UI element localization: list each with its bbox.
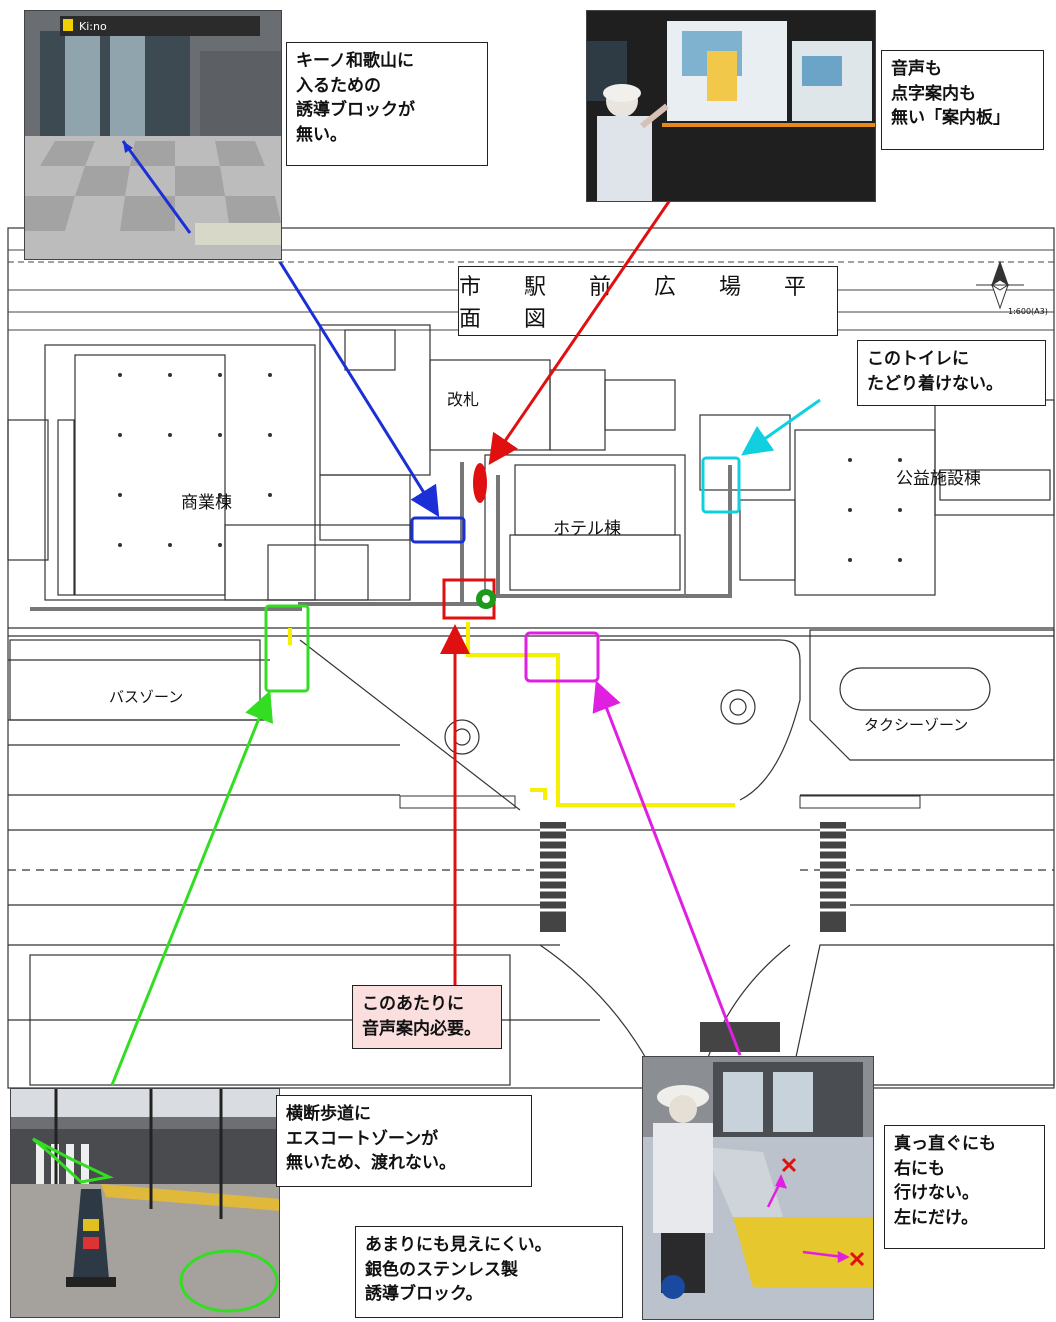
yellow-guide-blocks — [288, 622, 735, 807]
gray-guide-route — [30, 462, 732, 611]
callout-direction-left-only: 真っ直ぐにも右にも行けない。左にだけ。 — [884, 1125, 1045, 1249]
callout-crosswalk-no-escort-zone: 横断歩道にエスコートゾーンが無いため、渡れない。 — [276, 1095, 532, 1187]
cyan-toilet-box — [701, 456, 741, 514]
map-scale: 1:600(A3) — [1008, 307, 1048, 316]
green-arrow — [110, 690, 273, 1086]
photo-kino-entrance: Ki:no — [24, 10, 282, 260]
callout-stainless-blocks: あまりにも見えにくい。銀色のステンレス製誘導ブロック。 — [355, 1226, 623, 1318]
label-taxi-zone: タクシーゾーン — [864, 716, 969, 734]
kino-sign: Ki:no — [79, 20, 107, 33]
photo-direction-blocks — [642, 1056, 874, 1320]
blue-highlight-box — [410, 516, 466, 544]
callout-voice-guide-needed: このあたりに音声案内必要。 — [352, 985, 502, 1049]
photo-crosswalk — [10, 1088, 280, 1318]
magenta-junction-box — [524, 631, 600, 683]
label-public-facility: 公益施設棟 — [896, 469, 981, 489]
label-hotel: ホテル棟 — [553, 519, 621, 539]
label-commercial: 商業棟 — [181, 493, 232, 513]
magenta-arrow — [592, 680, 742, 1056]
callout-kino-no-guide-block: キーノ和歌山に入るための誘導ブロックが無い。 — [286, 42, 488, 166]
red-guide-board-marker — [473, 463, 487, 503]
red-arrow-guide-board — [488, 199, 672, 465]
photo-guide-board — [586, 10, 876, 202]
callout-toilet: このトイレにたどり着けない。 — [857, 340, 1046, 406]
blue-arrow — [278, 261, 440, 518]
map-title: 市 駅 前 広 場 平 面 図 — [458, 266, 838, 336]
cyan-arrow — [741, 398, 821, 456]
green-crosswalk-box — [264, 604, 310, 693]
callout-guide-board: 音声も点字案内も無い「案内板」 — [881, 50, 1044, 150]
label-ticket-gate: 改札 — [447, 390, 480, 409]
label-bus-zone: バスゾーン — [109, 688, 184, 706]
